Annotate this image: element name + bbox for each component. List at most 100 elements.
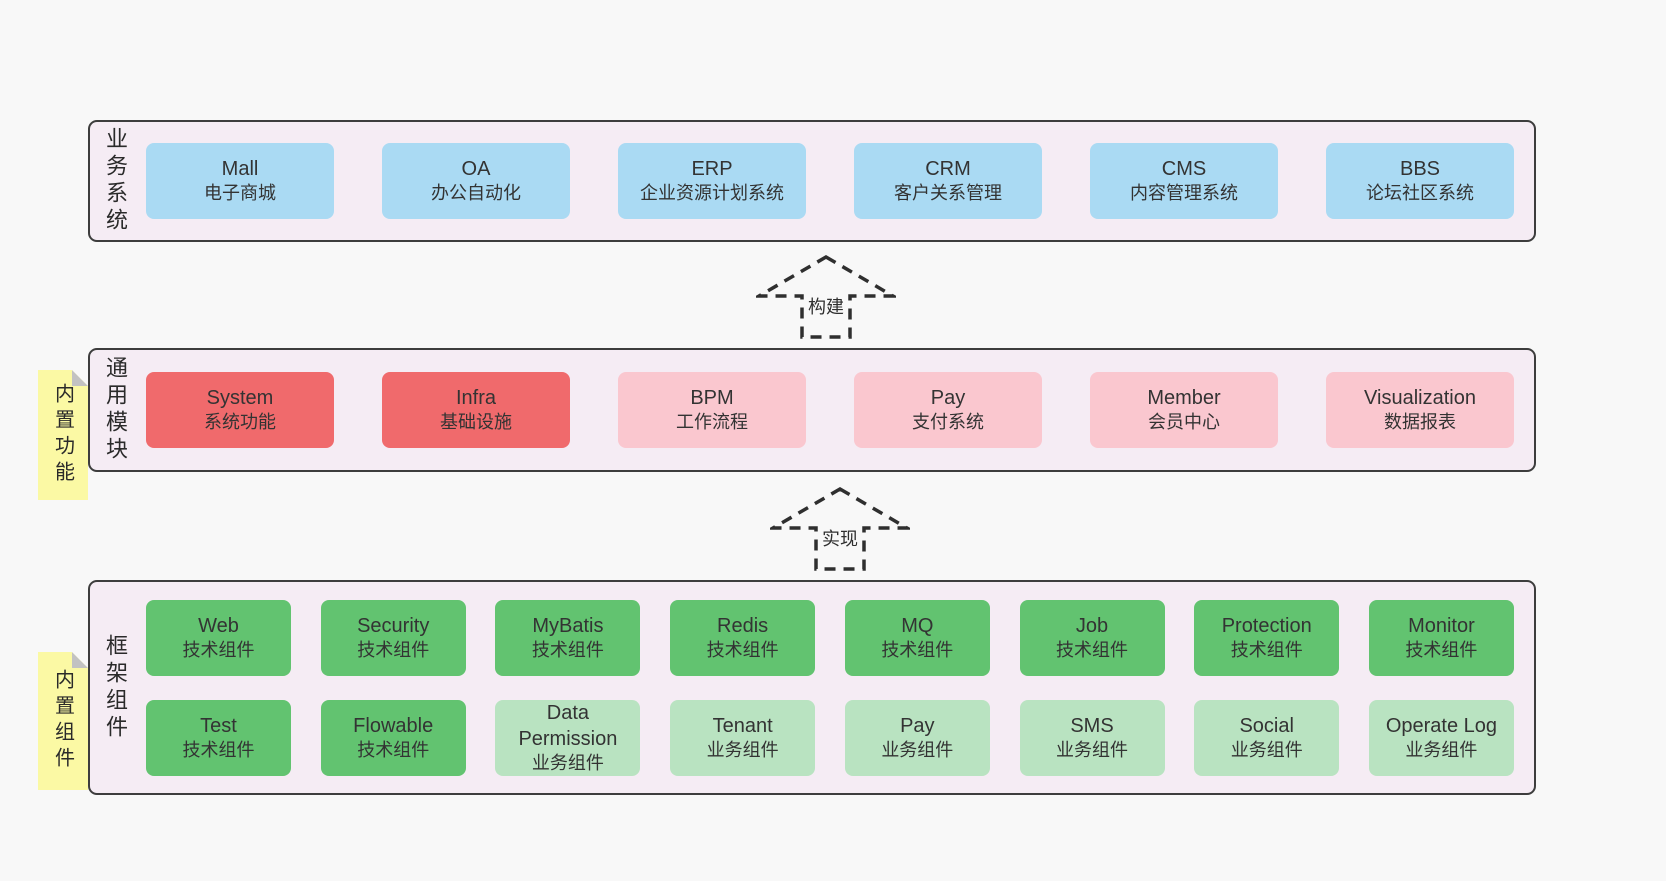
box-subtitle: 业务组件	[531, 752, 604, 773]
box-title: Operate Log	[1385, 714, 1498, 737]
box-title: Infra	[455, 387, 497, 410]
box-title: Security	[357, 614, 430, 637]
box-sms: SMS 业务组件	[1019, 699, 1165, 776]
box-subtitle: 业务组件	[1056, 739, 1129, 760]
box-title: BBS	[1399, 158, 1441, 181]
box-title: MyBatis	[532, 614, 604, 637]
box-security: Security 技术组件	[320, 599, 466, 676]
box-subtitle: 客户关系管理	[894, 183, 1002, 204]
box-subtitle: 技术组件	[357, 739, 430, 760]
business-systems-label: 业务系统	[103, 127, 128, 235]
builtin-features-note-label: 内置功能	[51, 383, 74, 487]
box-subtitle: 电子商城	[204, 183, 276, 204]
box-subtitle: 技术组件	[531, 639, 604, 660]
framework-components-grid: Web 技术组件 Security 技术组件 MyBatis 技术组件 Redi…	[140, 599, 1534, 776]
box-subtitle: 支付系统	[912, 412, 984, 433]
box-subtitle: 基础设施	[440, 412, 512, 433]
box-subtitle: 技术组件	[1230, 639, 1303, 660]
box-system: System 系统功能	[146, 372, 334, 448]
box-web: Web 技术组件	[146, 599, 291, 676]
box-subtitle: 技术组件	[881, 639, 954, 660]
box-subtitle: 系统功能	[204, 412, 276, 433]
box-oa: OA 办公自动化	[382, 143, 570, 219]
box-subtitle: 技术组件	[1405, 639, 1478, 660]
box-title: Data Permission	[518, 701, 618, 750]
box-subtitle: 企业资源计划系统	[640, 183, 784, 204]
box-job: Job 技术组件	[1019, 599, 1165, 676]
box-title: SMS	[1070, 714, 1114, 737]
box-pay-biz: Pay 业务组件	[844, 699, 990, 776]
box-title: Monitor	[1408, 614, 1475, 637]
box-cms: CMS 内容管理系统	[1090, 143, 1278, 219]
box-test: Test 技术组件	[146, 699, 291, 776]
common-modules-row: System 系统功能 Infra 基础设施 BPM 工作流程 Pay 支付系统…	[140, 372, 1534, 448]
box-title: BPM	[690, 387, 734, 410]
builtin-components-note-label: 内置组件	[51, 669, 74, 773]
box-operate-log: Operate Log 业务组件	[1368, 699, 1514, 776]
box-visualization: Visualization 数据报表	[1326, 372, 1514, 448]
box-subtitle: 业务组件	[706, 739, 779, 760]
box-redis: Redis 技术组件	[670, 599, 816, 676]
box-pay: Pay 支付系统	[854, 372, 1042, 448]
box-data-permission: Data Permission 业务组件	[495, 699, 641, 776]
box-subtitle: 技术组件	[182, 639, 255, 660]
business-systems-row: Mall 电子商城 OA 办公自动化 ERP 企业资源计划系统 CRM 客户关系…	[140, 143, 1534, 219]
box-subtitle: 技术组件	[357, 639, 430, 660]
box-title: ERP	[691, 158, 733, 181]
common-modules-panel: 通用模块 System 系统功能 Infra 基础设施 BPM 工作流程 Pay…	[88, 348, 1536, 472]
box-title: System	[206, 387, 274, 410]
box-title: Mall	[221, 158, 259, 181]
box-infra: Infra 基础设施	[382, 372, 570, 448]
box-monitor: Monitor 技术组件	[1368, 599, 1514, 676]
box-social: Social 业务组件	[1194, 699, 1340, 776]
box-crm: CRM 客户关系管理	[854, 143, 1042, 219]
box-mybatis: MyBatis 技术组件	[495, 599, 641, 676]
implement-arrow-label: 实现	[818, 524, 862, 552]
box-subtitle: 数据报表	[1384, 412, 1456, 433]
framework-components-label: 框架组件	[103, 633, 128, 742]
box-subtitle: 业务组件	[1230, 739, 1303, 760]
box-subtitle: 会员中心	[1148, 412, 1220, 433]
implement-arrow: 实现	[770, 486, 910, 572]
box-subtitle: 技术组件	[706, 639, 779, 660]
box-title: Tenant	[712, 714, 773, 737]
box-title: Redis	[717, 614, 769, 637]
box-title: CMS	[1161, 158, 1207, 181]
box-subtitle: 技术组件	[182, 739, 255, 760]
business-systems-panel: 业务系统 Mall 电子商城 OA 办公自动化 ERP 企业资源计划系统 CRM…	[88, 120, 1536, 242]
box-member: Member 会员中心	[1090, 372, 1278, 448]
common-modules-label: 通用模块	[103, 356, 128, 464]
box-title: Pay	[930, 387, 966, 410]
box-title: OA	[461, 158, 491, 181]
box-protection: Protection 技术组件	[1194, 599, 1340, 676]
box-subtitle: 办公自动化	[431, 183, 521, 204]
box-title: Test	[200, 714, 237, 737]
box-flowable: Flowable 技术组件	[320, 699, 466, 776]
box-title: MQ	[901, 614, 934, 637]
box-subtitle: 工作流程	[676, 412, 748, 433]
box-mall: Mall 电子商城	[146, 143, 334, 219]
box-title: Pay	[900, 714, 935, 737]
box-subtitle: 论坛社区系统	[1366, 183, 1474, 204]
box-title: Social	[1239, 714, 1294, 737]
builtin-components-note: 内置组件	[38, 652, 88, 790]
box-subtitle: 技术组件	[1056, 639, 1129, 660]
up-arrow-icon	[756, 254, 896, 339]
build-arrow-label: 构建	[804, 292, 848, 320]
tech-components-row: Web 技术组件 Security 技术组件 MyBatis 技术组件 Redi…	[146, 599, 1514, 676]
box-title: Protection	[1221, 614, 1312, 637]
box-title: Visualization	[1364, 387, 1476, 410]
framework-components-panel: 框架组件 Web 技术组件 Security 技术组件 MyBatis 技术组件…	[88, 580, 1536, 795]
box-subtitle: 业务组件	[1405, 739, 1478, 760]
builtin-features-note: 内置功能	[38, 370, 88, 500]
folded-corner-icon	[72, 652, 88, 668]
box-title: Member	[1147, 387, 1221, 410]
build-arrow: 构建	[756, 254, 896, 340]
box-subtitle: 业务组件	[881, 739, 954, 760]
box-subtitle: 内容管理系统	[1130, 183, 1238, 204]
box-mq: MQ 技术组件	[844, 599, 990, 676]
box-erp: ERP 企业资源计划系统	[618, 143, 806, 219]
folded-corner-icon	[72, 370, 88, 386]
up-arrow-icon	[770, 486, 910, 571]
